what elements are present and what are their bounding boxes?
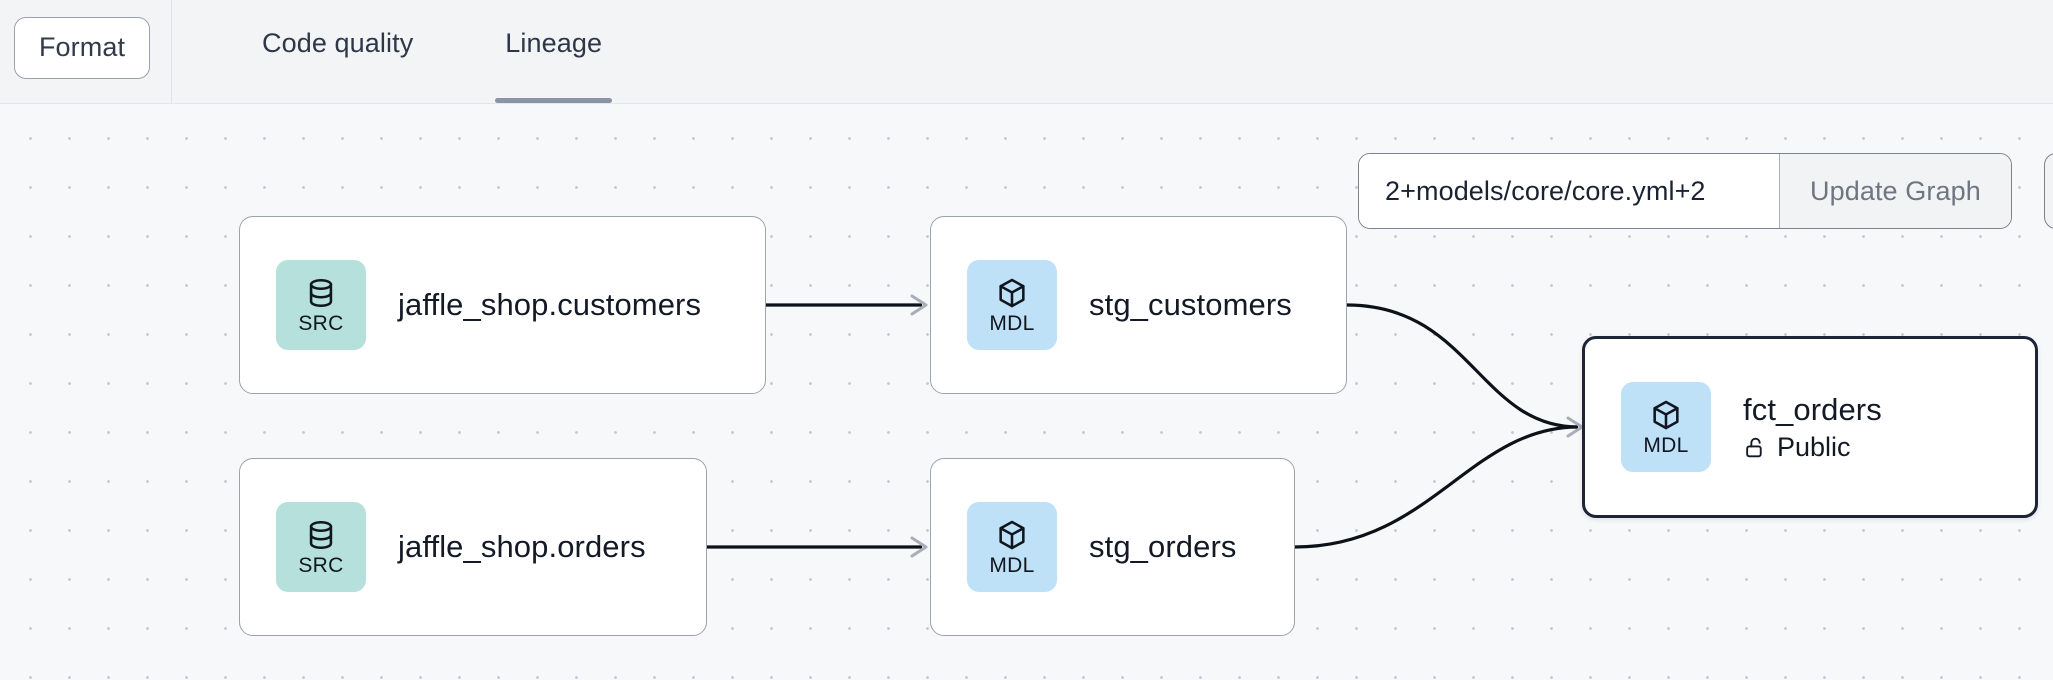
graph-side-control[interactable]: [2044, 153, 2053, 229]
format-zone: Format: [0, 0, 172, 103]
tab-lineage[interactable]: Lineage: [481, 0, 626, 103]
unlock-icon: [1746, 437, 1762, 457]
format-button[interactable]: Format: [14, 17, 150, 79]
node-title: stg_customers: [1089, 287, 1292, 322]
node-body: stg_orders: [1089, 529, 1236, 565]
graph-selector-input[interactable]: [1359, 154, 1779, 228]
tab-lineage-underline: [495, 98, 613, 103]
node-badge-label: SRC: [298, 312, 344, 335]
lineage-node-jaffle-shop-customers[interactable]: SRC jaffle_shop.customers: [239, 216, 766, 394]
lineage-node-stg-customers[interactable]: MDL stg_customers: [930, 216, 1347, 394]
node-badge-src: SRC: [276, 502, 366, 592]
node-badge-label: SRC: [298, 554, 344, 577]
tab-lineage-label: Lineage: [505, 28, 603, 58]
edge-stg-customers-to-fct-orders: [1346, 303, 1579, 429]
toolbar: Format Code quality Lineage: [0, 0, 2053, 104]
lineage-canvas[interactable]: SRC jaffle_shop.customers SRC jaffle_sho…: [0, 104, 2053, 680]
update-graph-button[interactable]: Update Graph: [1779, 154, 2011, 228]
graph-selector-control: Update Graph: [1358, 153, 2012, 229]
edge-arrow-stg-customers: [910, 294, 928, 316]
tab-code-quality-label: Code quality: [262, 28, 414, 58]
tab-bar: Code quality Lineage: [172, 0, 626, 103]
edge-stg-orders-to-fct-orders: [1294, 425, 1579, 549]
node-visibility-label: Public: [1777, 431, 1851, 462]
cube-icon: [1653, 400, 1679, 430]
node-title: stg_orders: [1089, 529, 1237, 564]
lineage-node-stg-orders[interactable]: MDL stg_orders: [930, 458, 1295, 636]
node-badge-mdl: MDL: [1621, 382, 1711, 472]
node-body: fct_orders Public: [1743, 392, 1882, 463]
node-badge-label: MDL: [989, 312, 1035, 335]
node-badge-mdl: MDL: [967, 260, 1057, 350]
database-icon: [309, 520, 333, 550]
node-title: jaffle_shop.customers: [398, 287, 702, 322]
node-badge-src: SRC: [276, 260, 366, 350]
lineage-node-jaffle-shop-orders[interactable]: SRC jaffle_shop.orders: [239, 458, 707, 636]
edge-arrow-fct-orders: [1566, 416, 1584, 438]
node-visibility: Public: [1743, 432, 1882, 463]
database-icon: [309, 278, 333, 308]
node-badge-mdl: MDL: [967, 502, 1057, 592]
node-body: stg_customers: [1089, 287, 1292, 323]
node-badge-label: MDL: [989, 554, 1035, 577]
node-title: fct_orders: [1743, 391, 1882, 427]
cube-icon: [999, 278, 1025, 308]
lineage-node-fct-orders[interactable]: MDL fct_orders Public: [1582, 336, 2038, 518]
cube-icon: [999, 520, 1025, 550]
edge-arrow-stg-orders: [910, 536, 928, 558]
node-badge-label: MDL: [1643, 434, 1689, 457]
node-body: jaffle_shop.customers: [398, 287, 701, 323]
tab-code-quality[interactable]: Code quality: [238, 0, 437, 103]
tab-code-quality-underline: [252, 98, 423, 103]
node-title: jaffle_shop.orders: [398, 529, 646, 564]
node-body: jaffle_shop.orders: [398, 529, 646, 565]
